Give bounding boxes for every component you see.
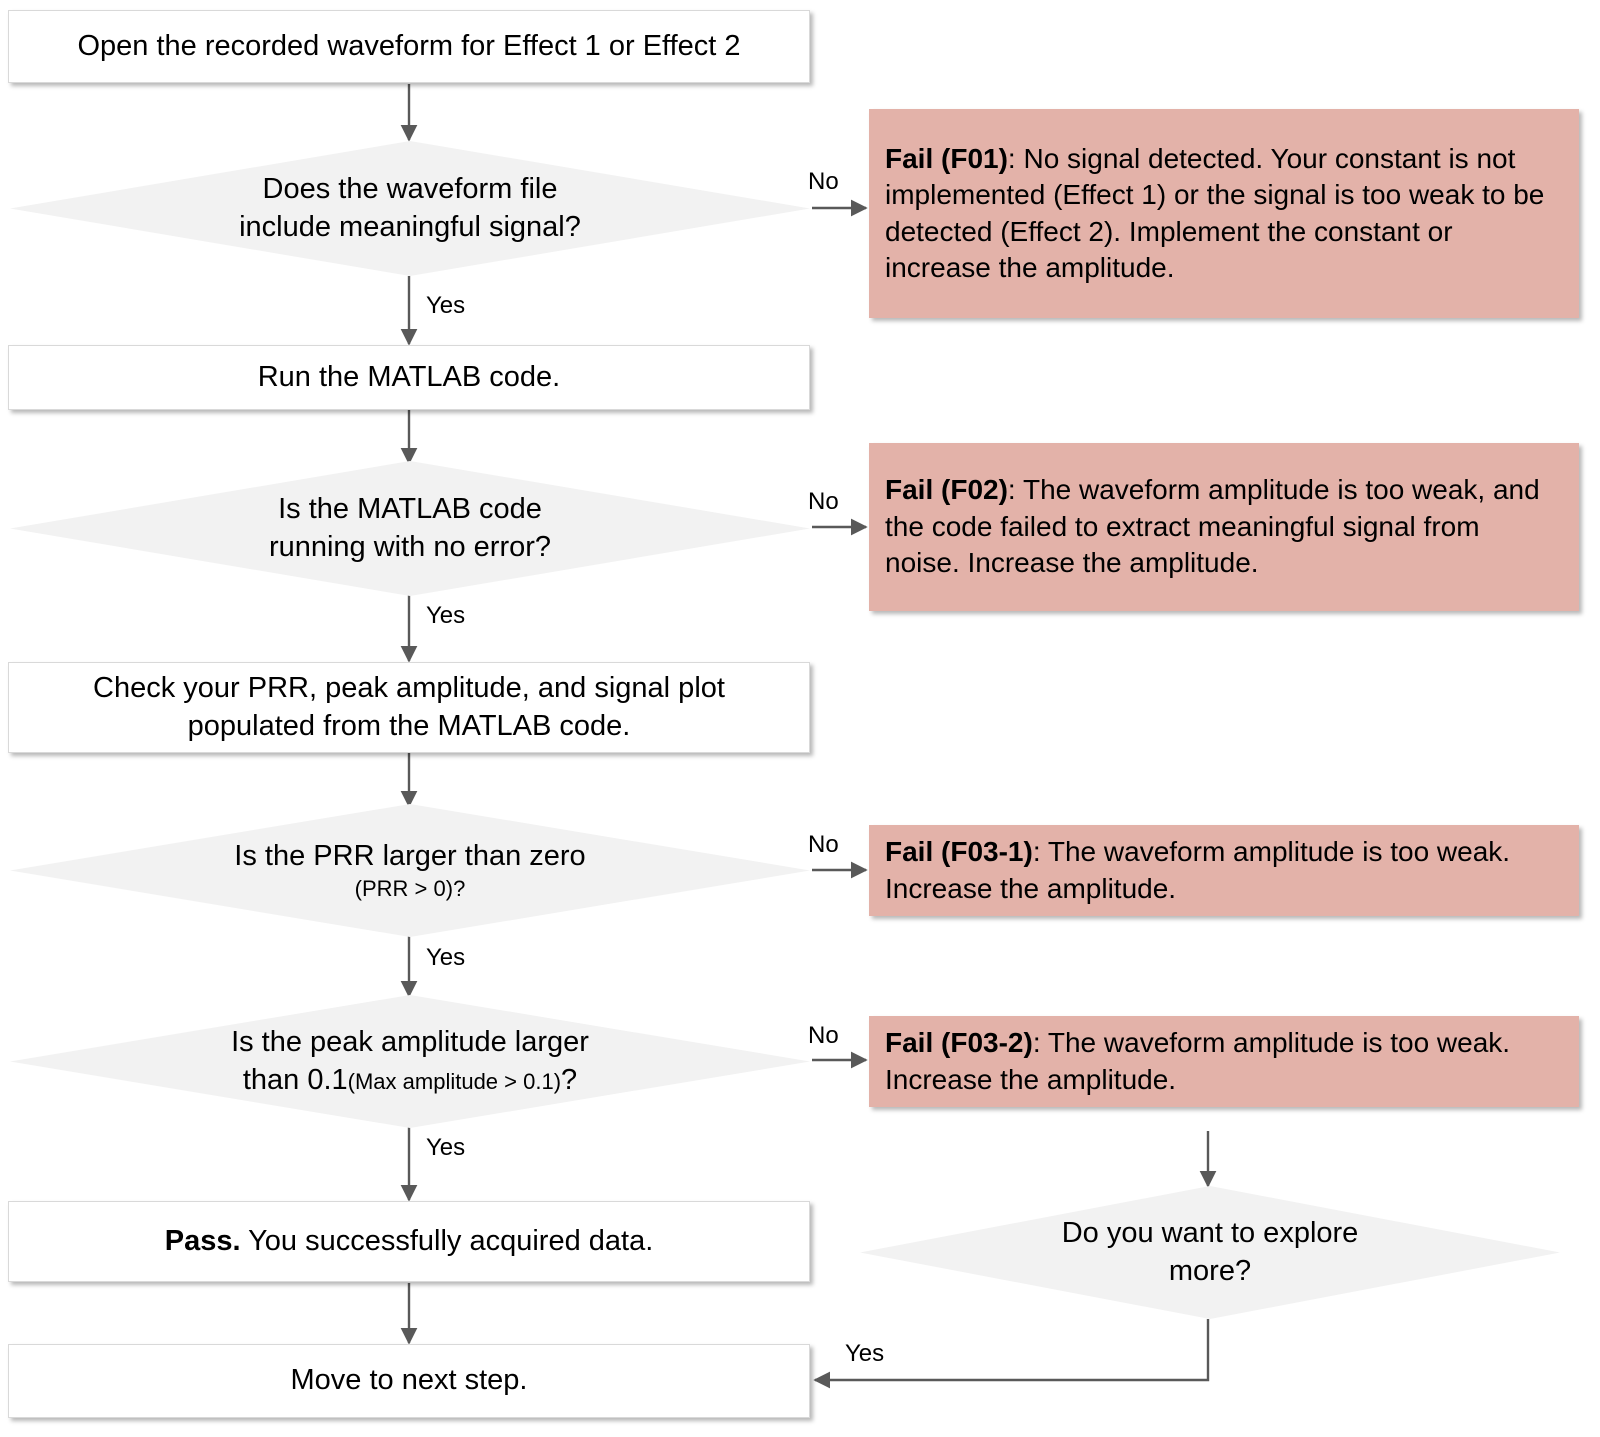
node-pass-text: You successfully acquired data. <box>248 1224 654 1257</box>
node-fail-f02-sep: : <box>1007 474 1023 506</box>
decision-line-2: (PRR > 0)? <box>354 875 466 901</box>
edge-label-d4-yes: Yes <box>426 1134 466 1161</box>
check-line-2: populated from the MATLAB code. <box>187 709 631 742</box>
node-fail-f03-1[interactable]: Fail (F03-1): The waveform amplitude is … <box>869 825 1579 916</box>
node-fail-f03-2-sep: : <box>1032 1027 1048 1059</box>
edge-label-d3-yes: Yes <box>426 944 466 971</box>
node-fail-f03-2[interactable]: Fail (F03-2): The waveform amplitude is … <box>869 1016 1579 1107</box>
edge-label-d2-no: No <box>808 488 839 515</box>
decision-line-1: Is the peak amplitude larger <box>231 1026 589 1059</box>
node-fail-f03-1-text: The waveform amplitude is too weak. Incr… <box>885 836 1511 904</box>
edge-label-d1-no: No <box>808 168 839 195</box>
node-fail-f01-tag: Fail (F01) <box>885 142 1008 174</box>
node-fail-f03-1-sep: : <box>1032 836 1048 868</box>
node-check-prr-label: Check your PRR, peak amplitude, and sign… <box>93 670 725 744</box>
node-decision-peak-amplitude-label: Is the peak amplitude larger than 0.1(Ma… <box>98 1024 722 1098</box>
node-move-next-step[interactable]: Move to next step. <box>8 1344 810 1418</box>
node-open-waveform[interactable]: Open the recorded waveform for Effect 1 … <box>8 10 810 83</box>
node-decision-no-error[interactable]: Is the MATLAB code running with no error… <box>10 461 810 596</box>
diamond-shape <box>860 1186 1560 1319</box>
node-decision-no-error-label: Is the MATLAB code running with no error… <box>130 491 690 565</box>
node-decision-prr-positive-label: Is the PRR larger than zero (PRR > 0)? <box>130 838 690 903</box>
node-fail-f02-tag: Fail (F02) <box>885 474 1008 506</box>
check-line-1: Check your PRR, peak amplitude, and sign… <box>93 672 725 705</box>
node-fail-f01-text: No signal detected. Your constant is not… <box>885 142 1545 283</box>
node-decision-meaningful-signal-label: Does the waveform file include meaningfu… <box>130 171 690 245</box>
node-check-prr[interactable]: Check your PRR, peak amplitude, and sign… <box>8 662 810 753</box>
decision-line-2-b: ? <box>561 1063 578 1096</box>
edge-label-d4-no: No <box>808 1022 839 1049</box>
decision-line-2-small: (Max amplitude > 0.1) <box>347 1068 562 1094</box>
node-fail-f02[interactable]: Fail (F02): The waveform amplitude is to… <box>869 443 1579 611</box>
node-decision-meaningful-signal[interactable]: Does the waveform file include meaningfu… <box>10 141 810 276</box>
diamond-shape <box>10 141 810 276</box>
node-run-matlab-label: Run the MATLAB code. <box>257 360 561 393</box>
node-decision-explore-more[interactable]: Do you want to explore more? <box>860 1186 1560 1319</box>
edge-label-d2-yes: Yes <box>426 602 466 629</box>
decision-line-2-a: than 0.1 <box>242 1063 348 1096</box>
edge-label-d1-yes: Yes <box>426 292 466 319</box>
decision-line-2: running with no error? <box>268 530 552 563</box>
node-pass[interactable]: Pass. You successfully acquired data. <box>8 1201 810 1282</box>
node-fail-f02-text: The waveform amplitude is too weak, and … <box>885 474 1540 579</box>
node-fail-f03-1-tag: Fail (F03-1) <box>885 836 1033 868</box>
decision-line-2: more? <box>1168 1254 1252 1287</box>
edge-label-d5-yes: Yes <box>845 1340 885 1367</box>
node-fail-f01[interactable]: Fail (F01): No signal detected. Your con… <box>869 109 1579 318</box>
node-pass-sep <box>241 1225 249 1257</box>
node-pass-tag: Pass. <box>164 1224 241 1257</box>
diamond-shape <box>10 995 810 1128</box>
diamond-shape <box>10 804 810 937</box>
node-decision-explore-more-label: Do you want to explore more? <box>965 1215 1455 1289</box>
node-fail-f01-sep: : <box>1007 142 1024 174</box>
node-fail-f03-2-text: The waveform amplitude is too weak. Incr… <box>885 1027 1511 1095</box>
node-run-matlab[interactable]: Run the MATLAB code. <box>8 345 810 410</box>
diamond-shape <box>10 461 810 596</box>
decision-line-2: than 0.1(Max amplitude > 0.1)? <box>98 1062 722 1099</box>
node-decision-prr-positive[interactable]: Is the PRR larger than zero (PRR > 0)? <box>10 804 810 937</box>
edge-label-d3-no: No <box>808 831 839 858</box>
decision-line-1: Is the PRR larger than zero <box>234 839 586 872</box>
node-open-waveform-label: Open the recorded waveform for Effect 1 … <box>77 29 741 62</box>
decision-line-1: Does the waveform file <box>262 173 558 206</box>
node-pass-label: Pass. You successfully acquired data. <box>165 1223 654 1260</box>
decision-line-1: Is the MATLAB code <box>278 493 542 526</box>
decision-line-1: Do you want to explore <box>1061 1217 1359 1250</box>
node-fail-f03-2-tag: Fail (F03-2) <box>885 1027 1033 1059</box>
node-decision-peak-amplitude[interactable]: Is the peak amplitude larger than 0.1(Ma… <box>10 995 810 1128</box>
node-move-next-step-label: Move to next step. <box>290 1364 528 1397</box>
decision-line-2: include meaningful signal? <box>239 210 581 243</box>
